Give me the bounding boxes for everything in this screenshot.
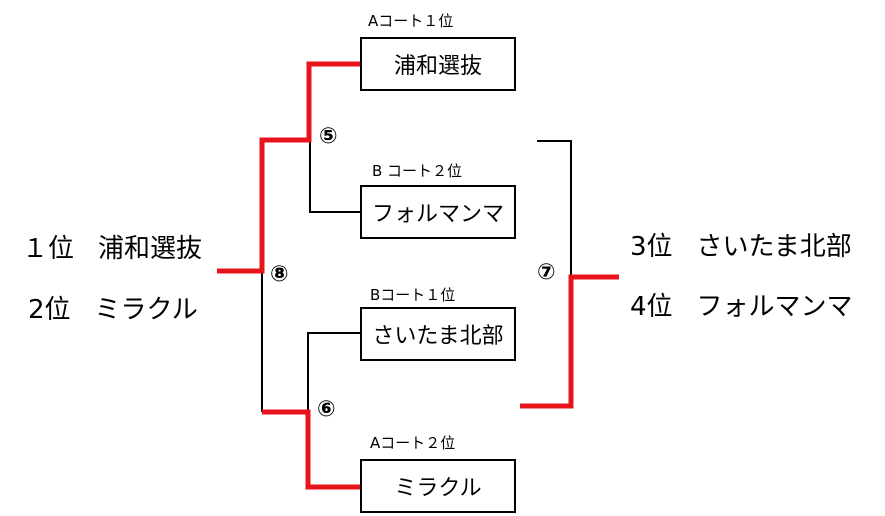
result-team: フォルマンマ: [696, 292, 853, 322]
result-rank: 4位: [630, 292, 673, 322]
bracket-line-7-top: [537, 140, 572, 277]
team-box-3: さいたま北部: [360, 307, 516, 361]
bracket-line-7-win: [520, 274, 619, 409]
seed-label-team2: B コート２位: [372, 162, 463, 180]
match-number-7: ⑦: [537, 260, 556, 285]
team-box-2: フォルマンマ: [360, 185, 516, 239]
result-rank: 3位: [630, 232, 673, 262]
bracket-line-team1-win: [217, 61, 360, 274]
seed-label-team1: Aコート１位: [368, 12, 454, 30]
result-row-1st: １位浦和選抜: [22, 228, 202, 265]
result-team: ミラクル: [94, 295, 198, 325]
bracket-line-team4-win: [262, 409, 360, 490]
result-row-4th: 4位フォルマンマ: [630, 286, 853, 323]
seed-label-team3: Bコート１位: [370, 286, 456, 304]
team-box-4: ミラクル: [360, 459, 516, 513]
bracket-line-team3: [307, 332, 360, 412]
result-team: 浦和選抜: [98, 234, 203, 264]
match-number-8: ⑧: [270, 262, 289, 287]
result-row-2nd: 2位ミラクル: [28, 289, 198, 326]
result-team: さいたま北部: [696, 232, 852, 262]
result-rank: １位: [22, 234, 75, 264]
bracket-line-team2: [309, 140, 360, 213]
result-row-3rd: 3位さいたま北部: [630, 226, 852, 263]
team-box-1: 浦和選抜: [360, 37, 516, 91]
result-rank: 2位: [28, 295, 71, 325]
match-number-5: ⑤: [319, 124, 338, 149]
seed-label-team4: Aコート２位: [370, 434, 456, 452]
match-number-6: ⑥: [317, 397, 336, 422]
